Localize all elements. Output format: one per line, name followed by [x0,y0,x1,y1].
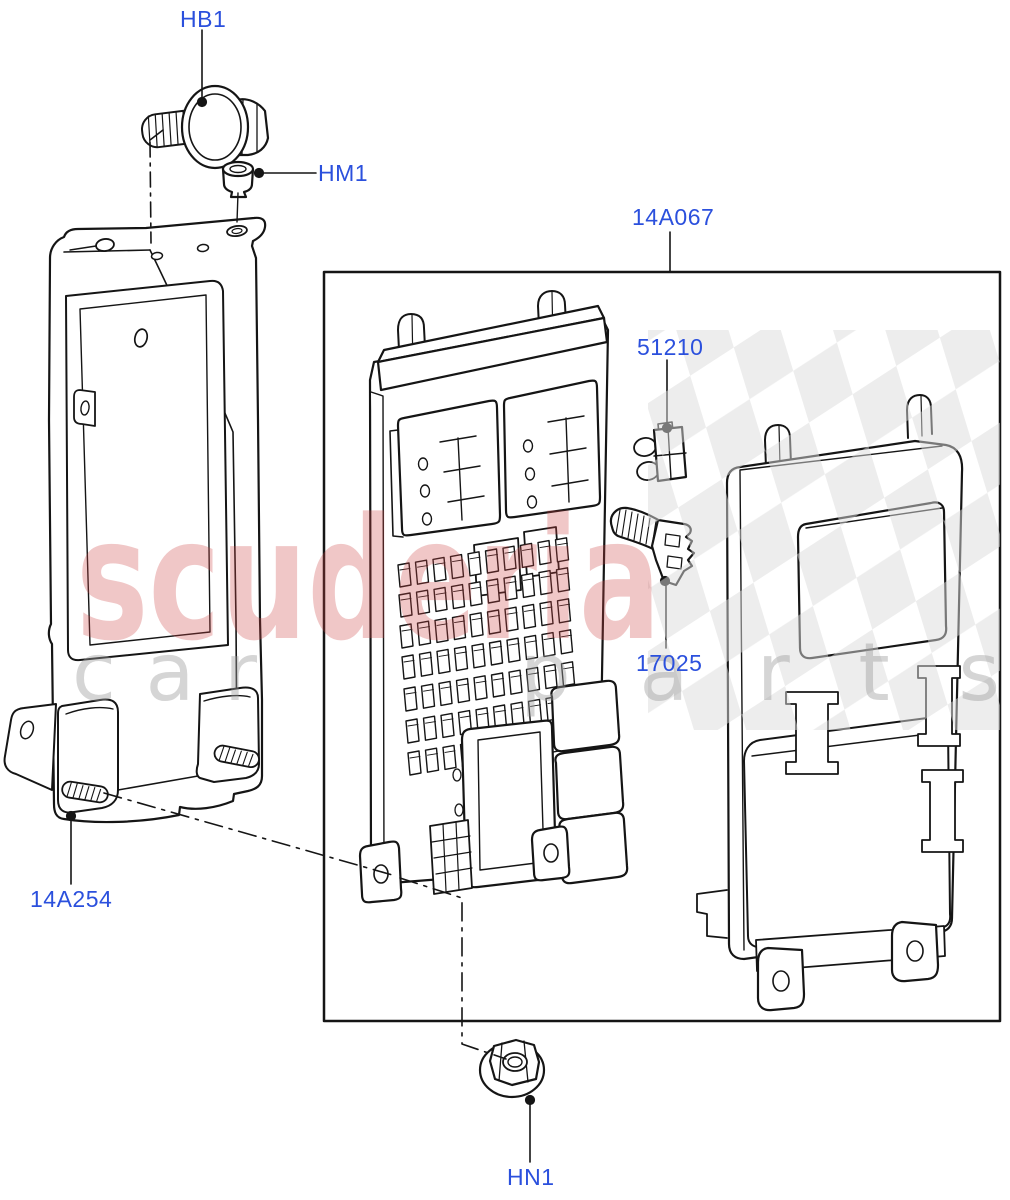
watermark-layer: scuderia car parts [72,330,1000,730]
callout-14a067[interactable]: 14A067 [632,204,715,230]
assembly-lines [103,129,507,1060]
mounting-bracket-art [3,216,267,824]
callout-hn1[interactable]: HN1 [507,1164,555,1190]
callout-51210[interactable]: 51210 [637,334,704,360]
grommet-art [221,160,255,199]
checkered-flag-watermark [648,330,1000,730]
callout-hm1[interactable]: HM1 [318,160,369,186]
bolt-art [141,84,270,170]
nut-art [478,1038,546,1099]
watermark-tagline-word-1: car [72,626,257,719]
callout-14a254[interactable]: 14A254 [30,886,113,912]
watermark-brand-text: scuderia [76,482,661,678]
callout-hb1[interactable]: HB1 [180,6,227,32]
fuse-box-front-art [358,290,629,904]
callout-17025[interactable]: 17025 [636,650,703,676]
